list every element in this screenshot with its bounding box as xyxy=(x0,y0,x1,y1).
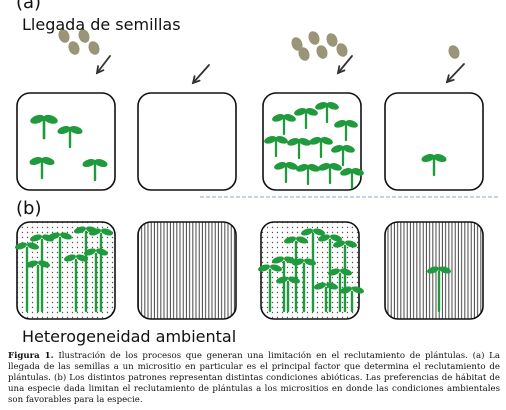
seedling-icon xyxy=(314,282,338,313)
arrow-icon xyxy=(95,55,111,75)
seed-icon xyxy=(291,37,303,51)
seed-icon xyxy=(336,43,348,57)
seedling-icon xyxy=(340,286,364,313)
seedling-icon xyxy=(318,234,342,313)
seedling-icon xyxy=(64,254,88,313)
microsite-a2 xyxy=(137,92,237,191)
figure-illustration xyxy=(15,29,499,320)
caption-text: Ilustración de los procesos que generan … xyxy=(8,351,500,405)
microsite-a4 xyxy=(384,92,484,191)
microsite-a1 xyxy=(16,92,116,191)
seedling-icon xyxy=(276,276,300,313)
arrow-icon xyxy=(191,64,210,85)
seeds-layer xyxy=(58,29,460,61)
seed-icon xyxy=(298,47,310,61)
seedling-icon xyxy=(328,268,352,313)
seedling-icon xyxy=(284,236,308,313)
microsite-b2 xyxy=(137,221,237,320)
seed-icon xyxy=(58,29,70,43)
seedling-icon xyxy=(333,240,357,313)
panel-a-title: Llegada de semillas xyxy=(22,15,181,34)
seed-icon xyxy=(326,33,338,47)
seedling-icon xyxy=(26,260,50,313)
seedling-icon xyxy=(84,248,108,313)
seed-icon xyxy=(78,29,90,43)
seedling-icon xyxy=(89,228,113,313)
seedling-icon xyxy=(15,242,39,313)
seedling-icon xyxy=(292,258,316,313)
seedling-icon xyxy=(258,264,282,313)
seedling-icon xyxy=(301,228,325,313)
seed-icon xyxy=(88,41,100,55)
panel-b-title: Heterogeneidad ambiental xyxy=(22,327,237,346)
seed-icon xyxy=(448,45,460,59)
arrow-icon xyxy=(336,55,353,75)
seed-icon xyxy=(68,41,80,55)
arrows-layer xyxy=(95,55,465,85)
seedling-icon xyxy=(427,266,451,313)
panel-a-letter: (a) xyxy=(16,0,42,13)
figure-caption: Figura 1. Ilustración de los procesos qu… xyxy=(8,351,500,406)
seedling-icon xyxy=(48,232,72,313)
arrow-icon xyxy=(445,63,465,84)
seed-icon xyxy=(308,31,320,45)
caption-label: Figura 1. xyxy=(8,351,54,361)
seedlings-layer xyxy=(15,100,451,313)
seed-icon xyxy=(316,45,328,59)
panel-b-letter: (b) xyxy=(16,198,42,219)
